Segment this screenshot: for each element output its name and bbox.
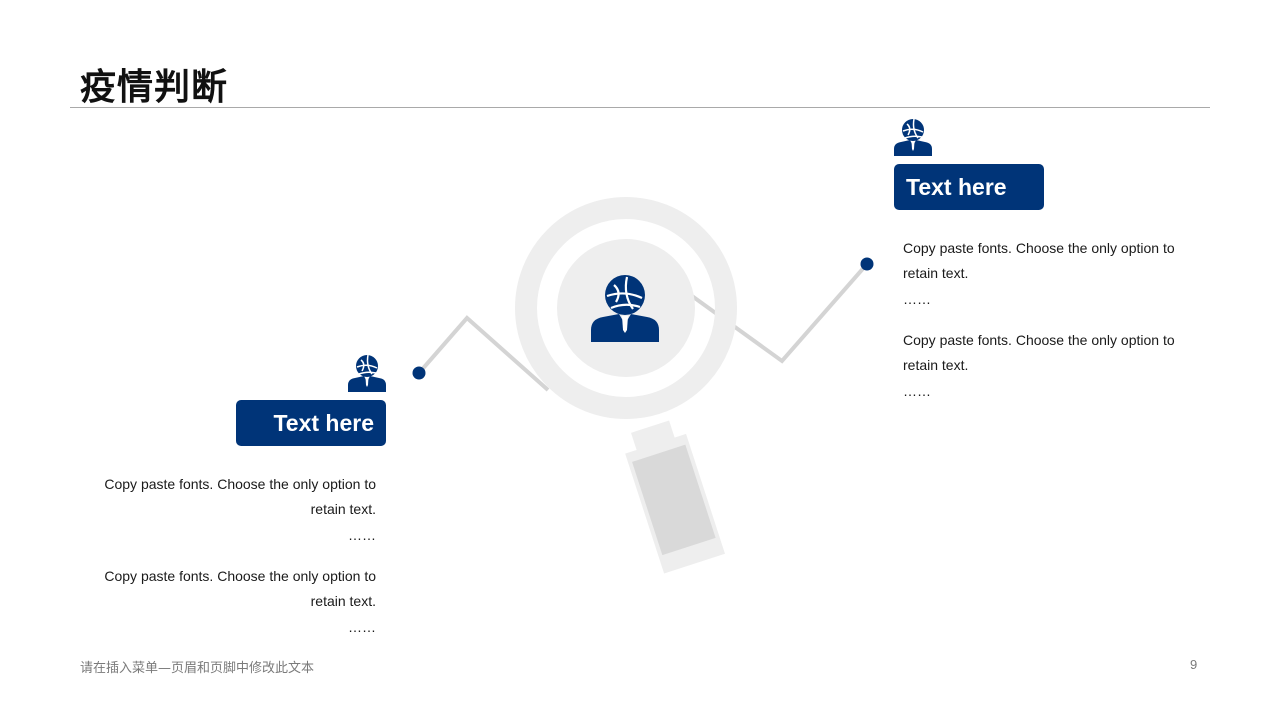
left-text-block: Copy paste fonts. Choose the only option… — [76, 472, 376, 656]
page-number: 9 — [1190, 657, 1198, 672]
trend-line — [417, 315, 550, 392]
right-paragraph-1-ellipsis: …… — [903, 291, 931, 307]
left-paragraph-2: Copy paste fonts. Choose the only option… — [76, 564, 376, 640]
left-label-text: Text here — [273, 409, 374, 436]
left-label-box[interactable]: Text here — [236, 400, 386, 446]
globe-head-person-icon — [591, 275, 659, 342]
left-paragraph-1-text: Copy paste fonts. Choose the only option… — [104, 476, 376, 517]
left-paragraph-1: Copy paste fonts. Choose the only option… — [76, 472, 376, 548]
right-paragraph-2-ellipsis: …… — [903, 383, 931, 399]
right-paragraph-1: Copy paste fonts. Choose the only option… — [903, 236, 1203, 312]
footer-text: 请在插入菜单—页眉和页脚中修改此文本 — [80, 661, 315, 676]
right-paragraph-1-text: Copy paste fonts. Choose the only option… — [903, 240, 1175, 281]
title-divider — [70, 107, 1210, 108]
right-label-box[interactable]: Text here — [894, 164, 1044, 210]
right-paragraph-2-text: Copy paste fonts. Choose the only option… — [903, 332, 1175, 373]
left-paragraph-1-ellipsis: …… — [348, 527, 376, 543]
person-icon-left — [348, 354, 386, 392]
trend-point-right — [860, 257, 874, 271]
left-paragraph-2-ellipsis: …… — [348, 619, 376, 635]
magnifying-glass-icon — [625, 420, 725, 574]
person-icon-right — [894, 118, 932, 156]
right-label-text: Text here — [906, 173, 1007, 200]
slide-title: 疫情判断 — [80, 67, 229, 108]
right-text-block: Copy paste fonts. Choose the only option… — [903, 236, 1203, 420]
left-paragraph-2-text: Copy paste fonts. Choose the only option… — [104, 568, 376, 609]
right-paragraph-2: Copy paste fonts. Choose the only option… — [903, 328, 1203, 404]
trend-point-left — [412, 366, 426, 380]
